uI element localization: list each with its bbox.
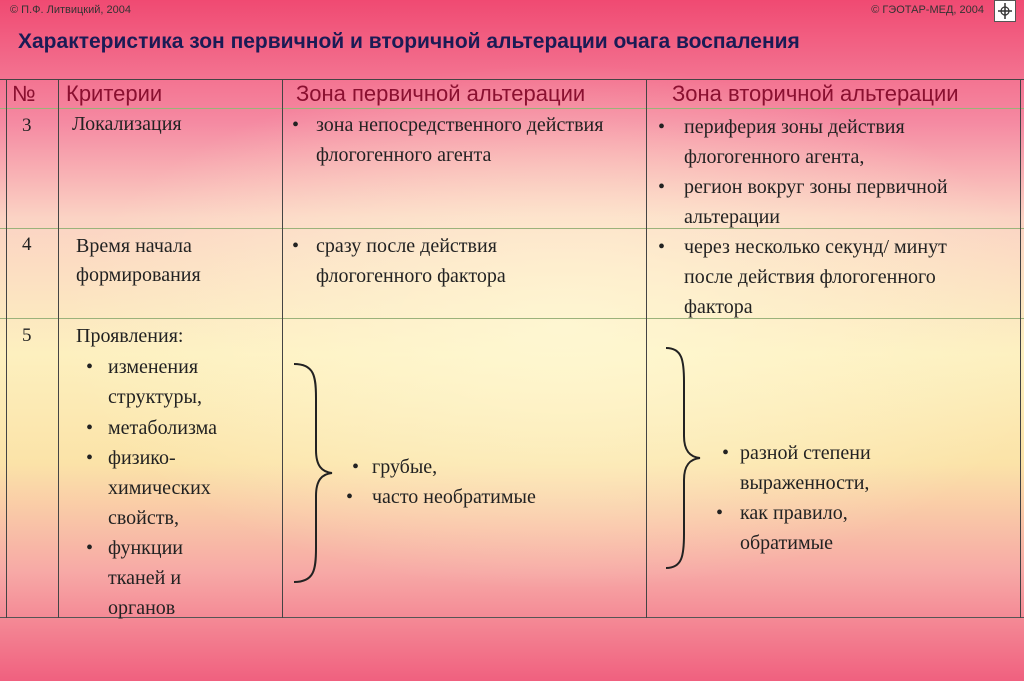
bullet-icon: • [86,417,94,439]
left-brace-secondary [665,347,701,569]
row-criterion: Локализация [72,113,182,135]
bullet-icon: • [658,116,666,138]
row-criterion: Время начала формирования [76,235,201,286]
publisher-logo-icon [994,0,1016,22]
list-item: • физико-химических свойств, [86,443,246,533]
list-item: • как правило, обратимые [716,498,916,558]
row-number: 4 [22,234,32,255]
bullet-icon: • [722,442,730,464]
list-item: • через несколько секунд/ минут после де… [658,232,988,322]
bullet-icon: • [658,236,666,258]
header-num: № [12,81,36,106]
slide-title: Характеристика зон первичной и вторичной… [18,30,800,53]
list-item: • сразу после действия флогогенного факт… [292,231,592,291]
copyright-publisher: © ГЭОТАР-МЕД, 2004 [871,4,984,16]
header-criteria: Критерии [66,81,163,106]
bullet-icon: • [346,486,354,508]
list-item: • часто необратимые [346,482,636,512]
list-item: • грубые, [352,452,632,482]
bullet-icon: • [658,176,666,198]
list-item: • изменения структуры, [86,352,256,412]
list-item: • функции тканей и органов [86,533,236,623]
header-secondary-zone: Зона вторичной альтерации [672,81,959,106]
bullet-icon: • [86,356,94,378]
bullet-icon: • [352,456,360,478]
list-item: • регион вокруг зоны первичной альтераци… [658,172,988,232]
bullet-icon: • [86,537,94,559]
bullet-icon: • [716,502,724,524]
bullet-icon: • [292,235,300,257]
bullet-icon: • [292,114,300,136]
row-criterion: Проявления: [76,325,184,347]
list-item: • зона непосредственного действия флогог… [292,110,632,170]
row-number: 3 [22,115,32,136]
row-number: 5 [22,325,32,346]
list-item: • метаболизма [86,413,256,443]
bullet-icon: • [86,447,94,469]
header-primary-zone: Зона первичной альтерации [296,81,586,106]
list-item: • разной степени выраженности, [722,438,922,498]
left-brace-primary [293,363,333,583]
copyright-author: © П.Ф. Литвицкий, 2004 [10,4,131,16]
list-item: • периферия зоны действия флогогенного а… [658,112,988,172]
